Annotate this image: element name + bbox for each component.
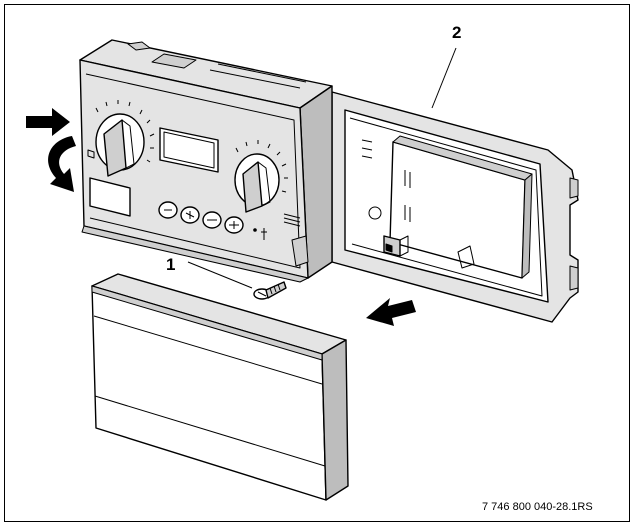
screw — [253, 281, 287, 300]
arrow-down-left-icon — [366, 298, 416, 326]
figure-frame — [4, 4, 630, 522]
button-row — [158, 201, 267, 240]
control-unit — [79, 39, 333, 283]
front-cover — [91, 273, 349, 501]
arrow-right-icon — [26, 108, 70, 136]
display-window — [159, 127, 219, 173]
reference-code: 7 746 800 040-28.1RS — [482, 501, 593, 513]
hinged-panel — [331, 91, 579, 323]
right-dial — [234, 140, 288, 213]
callout-2-label: 2 — [452, 23, 461, 42]
callout-1-label: 1 — [166, 255, 175, 274]
curved-arrow-icon — [48, 136, 76, 192]
left-dial — [95, 100, 155, 177]
